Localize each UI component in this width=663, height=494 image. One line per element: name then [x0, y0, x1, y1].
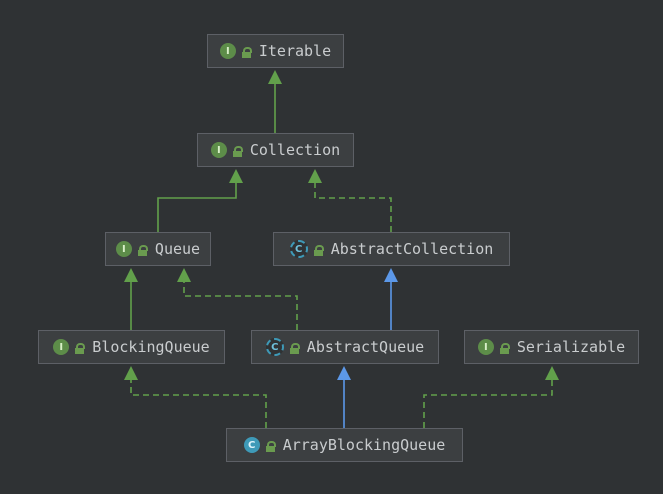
interface-icon: I [210, 142, 227, 158]
public-lock-icon [499, 342, 510, 354]
node-label: ArrayBlockingQueue [282, 436, 446, 454]
edge-line [314, 181, 392, 232]
edge-arrayblockingqueue-to-serializable [423, 366, 559, 428]
inheritance-arrowhead [177, 268, 191, 282]
public-lock-icon [289, 342, 300, 354]
node-arrayblockingqueue[interactable]: C ArrayBlockingQueue [226, 428, 463, 462]
edge-abstractqueue-to-abstractcollection [384, 268, 398, 330]
public-lock-icon [313, 244, 324, 256]
node-label: AbstractCollection [330, 240, 494, 258]
node-label: Iterable [258, 42, 332, 60]
interface-icon: I [115, 241, 132, 257]
edge-line [183, 280, 298, 330]
node-blockingqueue[interactable]: I BlockingQueue [38, 330, 225, 364]
class-icon: C [243, 437, 260, 453]
abstract-class-icon: C [265, 338, 284, 356]
inheritance-arrowhead [384, 268, 398, 282]
interface-icon: I [219, 43, 236, 59]
inheritance-arrowhead [229, 169, 243, 183]
node-label: Collection [249, 141, 341, 159]
node-label: Queue [154, 240, 201, 258]
edge-arrayblockingqueue-to-blockingqueue [124, 366, 267, 428]
public-lock-icon [75, 342, 86, 354]
edge-blockingqueue-to-queue [124, 268, 138, 330]
edge-line [423, 378, 553, 428]
public-lock-icon [232, 145, 243, 157]
edge-abstractqueue-to-queue [177, 268, 298, 330]
node-label: Serializable [516, 338, 626, 356]
edge-abstractcollection-to-collection [308, 169, 392, 232]
inheritance-arrowhead [124, 268, 138, 282]
public-lock-icon [265, 440, 276, 452]
node-abstractcollection[interactable]: C AbstractCollection [273, 232, 510, 266]
edge-queue-to-collection [157, 169, 243, 232]
inheritance-arrowhead [268, 70, 282, 84]
edge-arrayblockingqueue-to-abstractqueue [337, 366, 351, 428]
edge-line [157, 181, 237, 232]
node-serializable[interactable]: I Serializable [464, 330, 639, 364]
edge-collection-to-iterable [268, 70, 282, 133]
node-label: BlockingQueue [92, 338, 210, 356]
node-abstractqueue[interactable]: C AbstractQueue [251, 330, 439, 364]
public-lock-icon [137, 244, 148, 256]
node-iterable[interactable]: I Iterable [207, 34, 344, 68]
interface-icon: I [477, 339, 494, 355]
inheritance-arrowhead [545, 366, 559, 380]
edge-line [130, 378, 267, 428]
inheritance-arrowhead [337, 366, 351, 380]
public-lock-icon [241, 46, 252, 58]
interface-icon: I [53, 339, 70, 355]
node-queue[interactable]: I Queue [105, 232, 211, 266]
node-label: AbstractQueue [306, 338, 425, 356]
abstract-class-icon: C [289, 240, 308, 258]
inheritance-arrowhead [124, 366, 138, 380]
node-collection[interactable]: I Collection [197, 133, 354, 167]
inheritance-arrowhead [308, 169, 322, 183]
